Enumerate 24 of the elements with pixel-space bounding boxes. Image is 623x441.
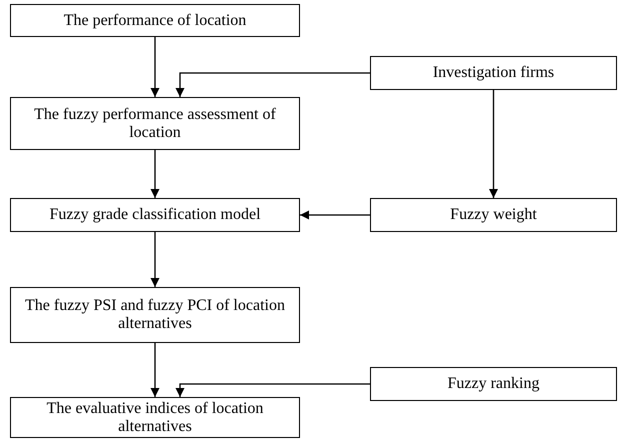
process-box xyxy=(370,367,617,401)
process-box xyxy=(370,198,617,232)
arrow xyxy=(150,37,160,97)
arrow xyxy=(489,90,498,198)
box-label: The evaluative indices of location alternatives xyxy=(46,400,264,436)
arrow xyxy=(300,210,370,220)
process-box xyxy=(10,397,300,438)
box-label: The fuzzy performance assessment of location xyxy=(33,106,277,142)
process-box xyxy=(10,198,300,232)
box-label: Fuzzy weight xyxy=(450,206,537,224)
box-label: Investigation firms xyxy=(432,64,554,82)
process-box xyxy=(10,4,300,37)
arrow xyxy=(150,232,160,287)
arrow xyxy=(176,72,370,97)
box-label: The fuzzy PSI and fuzzy PCI of location alternatives xyxy=(24,297,286,333)
process-box xyxy=(10,97,300,150)
arrow xyxy=(150,150,160,198)
arrow xyxy=(176,383,370,397)
box-label: Fuzzy grade classification model xyxy=(49,206,261,224)
process-box xyxy=(10,287,300,343)
box-label: Fuzzy ranking xyxy=(448,375,540,393)
box-label: The performance of location xyxy=(64,12,246,30)
arrow xyxy=(150,343,160,397)
process-box xyxy=(370,56,617,90)
